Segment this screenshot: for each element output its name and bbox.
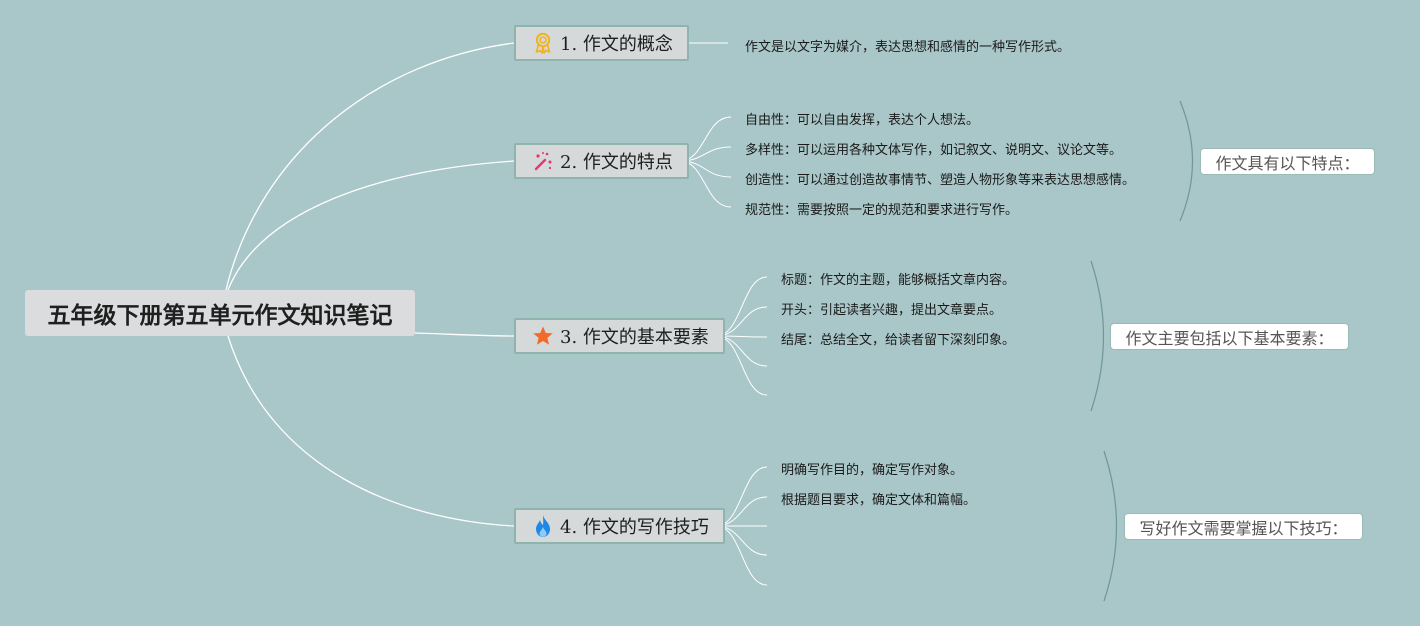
topic-label: 2. 作文的特点 <box>560 152 673 173</box>
feature-leaf-norms[interactable]: 规范性：需要按照一定的规范和要求进行写作。 <box>745 203 1019 218</box>
summary-techniques[interactable]: 写好作文需要掌握以下技巧： <box>1124 513 1363 540</box>
technique-leaf-purpose[interactable]: 明确写作目的，确定写作对象。 <box>781 463 964 478</box>
element-leaf-title[interactable]: 标题：作文的主题，能够概括文章内容。 <box>781 273 1016 288</box>
summary-brace <box>1103 450 1118 602</box>
root-branch-line <box>225 42 515 291</box>
concept-leaf[interactable]: 作文是以文字为媒介，表达思想和感情的一种写作形式。 <box>745 40 1071 55</box>
root-branch-line <box>227 335 515 527</box>
feature-leaf-freedom[interactable]: 自由性：可以自由发挥，表达个人想法。 <box>745 113 980 128</box>
magic-wand-icon <box>532 150 554 172</box>
root-branch-line <box>227 160 515 291</box>
root-label: 五年级下册第五单元作文知识笔记 <box>47 303 393 329</box>
summary-label: 作文具有以下特点： <box>1215 153 1360 173</box>
root-branch-line <box>414 332 515 337</box>
feature-leaf-diversity[interactable]: 多样性：可以运用各种文体写作，如记叙文、说明文、议论文等。 <box>745 143 1123 158</box>
topic-techniques[interactable]: 4. 作文的写作技巧 <box>514 508 725 544</box>
summary-features[interactable]: 作文具有以下特点： <box>1200 148 1375 175</box>
summary-elements[interactable]: 作文主要包括以下基本要素： <box>1110 323 1349 350</box>
award-ribbon-icon <box>532 32 554 54</box>
element-leaf-opening[interactable]: 开头：引起读者兴趣，提出文章要点。 <box>781 303 1003 318</box>
topic-elements[interactable]: 3. 作文的基本要素 <box>514 318 725 354</box>
root-node[interactable]: 五年级下册第五单元作文知识笔记 <box>25 290 415 336</box>
summary-label: 作文主要包括以下基本要素： <box>1125 328 1334 348</box>
summary-brace <box>1090 260 1105 412</box>
technique-leaf-genre[interactable]: 根据题目要求，确定文体和篇幅。 <box>781 493 977 508</box>
topic-concept[interactable]: 1. 作文的概念 <box>514 25 689 61</box>
topic-label: 3. 作文的基本要素 <box>560 327 709 348</box>
star-icon <box>532 325 554 347</box>
feature-leaf-creativity[interactable]: 创造性：可以通过创造故事情节、塑造人物形象等来表达思想感情。 <box>745 173 1136 188</box>
topic-label: 4. 作文的写作技巧 <box>560 517 709 538</box>
flame-icon <box>532 515 554 537</box>
element-leaf-ending[interactable]: 结尾：总结全文，给读者留下深刻印象。 <box>781 333 1016 348</box>
summary-brace <box>1179 100 1194 222</box>
topic-label: 1. 作文的概念 <box>560 34 673 55</box>
summary-label: 写好作文需要掌握以下技巧： <box>1139 518 1348 538</box>
topic-features[interactable]: 2. 作文的特点 <box>514 143 689 179</box>
